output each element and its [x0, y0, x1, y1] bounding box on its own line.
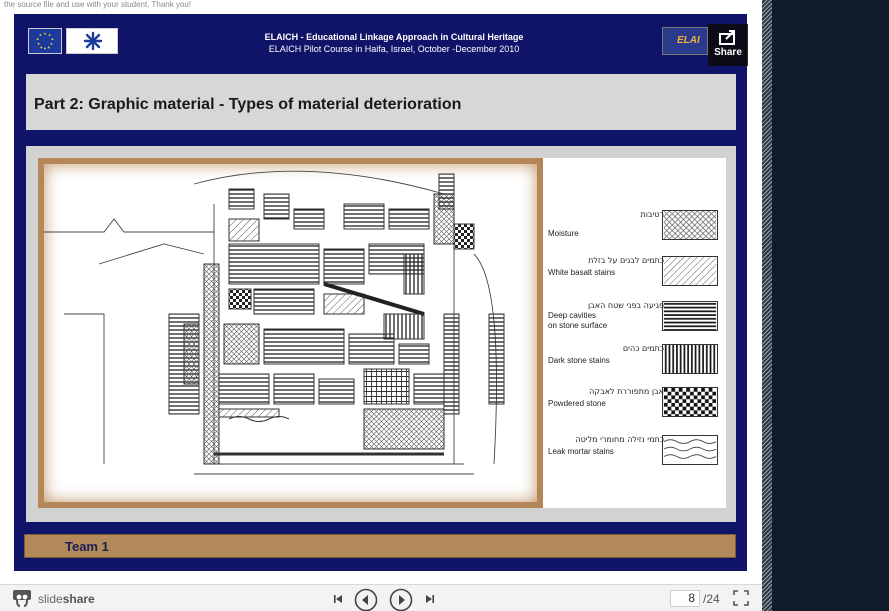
fullscreen-icon[interactable]: [733, 590, 749, 606]
legend-english-label: Leak mortar stains: [548, 447, 614, 456]
page-total: /24: [703, 592, 720, 606]
slide-title-bar: Part 2: Graphic material - Types of mate…: [26, 74, 736, 130]
share-label: Share: [714, 47, 742, 58]
last-page-icon[interactable]: [424, 593, 436, 605]
share-icon: [719, 30, 735, 45]
panel-edge-pattern: [762, 0, 772, 611]
horizontal-lines-swatch-icon: [662, 301, 718, 331]
right-side-panel: [762, 0, 889, 611]
description-snippet: the source file and use with your studen…: [4, 0, 192, 9]
legend-hebrew-label: כתמים כהים: [622, 344, 664, 353]
legend-english-label: Deep cavities on stone surface: [548, 311, 608, 330]
legend-item-dark-stains: כתמים כהים Dark stone stains: [543, 344, 726, 384]
legend-english-label: White basalt stains: [548, 268, 616, 277]
slide-title: Part 2: Graphic material - Types of mate…: [34, 96, 462, 113]
crosshatch-swatch-icon: [662, 210, 718, 240]
first-page-icon[interactable]: [332, 593, 344, 605]
legend-item-powdered-stone: אבן מתפוררת לאבקה Powdered stone: [543, 387, 726, 427]
legend-item-white-basalt: כתמים לבנים על בזלת White basalt stains: [543, 256, 726, 296]
slide-content: רטיבות Moisture כתמים לבנים על בזלת Whit…: [26, 146, 736, 522]
player-controls: slideshare 8 /24: [0, 584, 762, 611]
program-logo: [66, 28, 118, 54]
header-subtitle: ELAICH Pilot Course in Haifa, Israel, Oc…: [268, 44, 520, 54]
share-button[interactable]: Share: [708, 24, 748, 66]
checkerboard-swatch-icon: [662, 387, 718, 417]
previous-icon[interactable]: [354, 588, 378, 611]
vertical-lines-swatch-icon: [662, 344, 718, 374]
eu-flag-logo: [28, 28, 62, 54]
waves-swatch-icon: [662, 435, 718, 465]
page-number-input[interactable]: 8: [670, 590, 700, 607]
legend-hebrew-label: רטיבות: [640, 210, 664, 219]
elaich-logo: ELAI: [662, 27, 708, 55]
facade-drawing: [38, 158, 543, 508]
slide: ELAICH - Educational Linkage Approach in…: [14, 14, 748, 571]
brand-bold: share: [62, 592, 95, 606]
brand-light: slide: [38, 592, 63, 606]
legend-item-leak-mortar: כתמי נזילה מחומרי מליטה Leak mortar stai…: [543, 435, 726, 475]
legend-hebrew-label: כתמי נזילה מחומרי מליטה: [575, 435, 664, 444]
legend-item-deep-cavities: פגיעה בפני שטח האבן Deep cavities on sto…: [543, 301, 726, 341]
team-label: Team 1: [65, 539, 109, 554]
diagonal-lines-swatch-icon: [662, 256, 718, 286]
legend-hebrew-label: פגיעה בפני שטח האבן: [587, 301, 664, 310]
slide-header: ELAICH - Educational Linkage Approach in…: [14, 14, 748, 74]
header-title: ELAICH - Educational Linkage Approach in…: [264, 32, 524, 42]
legend-english-label: Moisture: [548, 229, 579, 238]
legend-english-label: Powdered stone: [548, 399, 606, 408]
legend-english-label: Dark stone stains: [548, 356, 610, 365]
team-bar: Team 1: [24, 534, 736, 558]
slideshare-brand[interactable]: slideshare: [38, 592, 95, 606]
legend: רטיבות Moisture כתמים לבנים על בזלת Whit…: [543, 158, 726, 508]
legend-item-moisture: רטיבות Moisture: [543, 210, 726, 250]
next-icon[interactable]: [389, 588, 413, 611]
legend-hebrew-label: אבן מתפוררת לאבקה: [589, 387, 664, 396]
legend-hebrew-label: כתמים לבנים על בזלת: [588, 256, 664, 265]
slideshare-logo-icon[interactable]: [12, 589, 32, 608]
